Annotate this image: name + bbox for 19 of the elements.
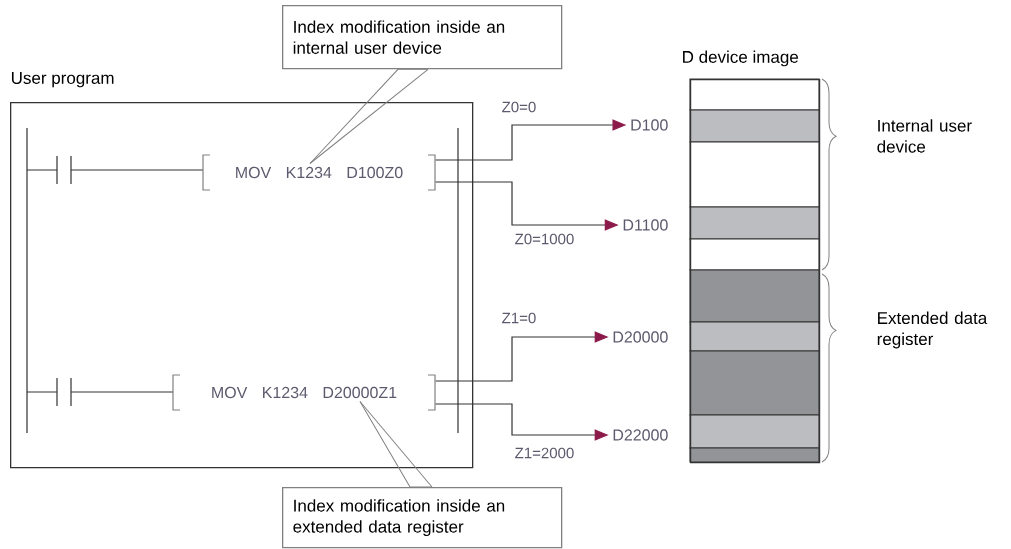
node-label: D device image — [683, 50, 799, 67]
device-column: D device image — [683, 50, 821, 464]
callout-box: Index modification inside an extended data register — [282, 487, 563, 549]
device-label: D22000 — [613, 429, 668, 441]
callout-box: Index modification inside an internal user device — [282, 5, 563, 70]
edge-label: Z0=1000 — [513, 232, 576, 246]
edge-label: Z0=0 — [500, 100, 538, 114]
brace-label: Extended data register — [877, 311, 988, 349]
instruction-bracket: MOV K1234 D20000Z1 — [172, 374, 436, 411]
brace-label: Internal user device — [877, 119, 972, 153]
node-label: User program — [11, 72, 114, 88]
device-label: D100 — [631, 119, 668, 131]
device-label: D1100 — [623, 219, 668, 231]
leader-line — [309, 68, 429, 164]
instruction-bracket: MOV K1234 D100Z0 — [202, 154, 436, 191]
leader-line — [359, 401, 433, 488]
edge-label: Z1=2000 — [513, 446, 576, 460]
edge-label: Z1=0 — [500, 311, 538, 325]
device-label: D20000 — [613, 331, 668, 343]
